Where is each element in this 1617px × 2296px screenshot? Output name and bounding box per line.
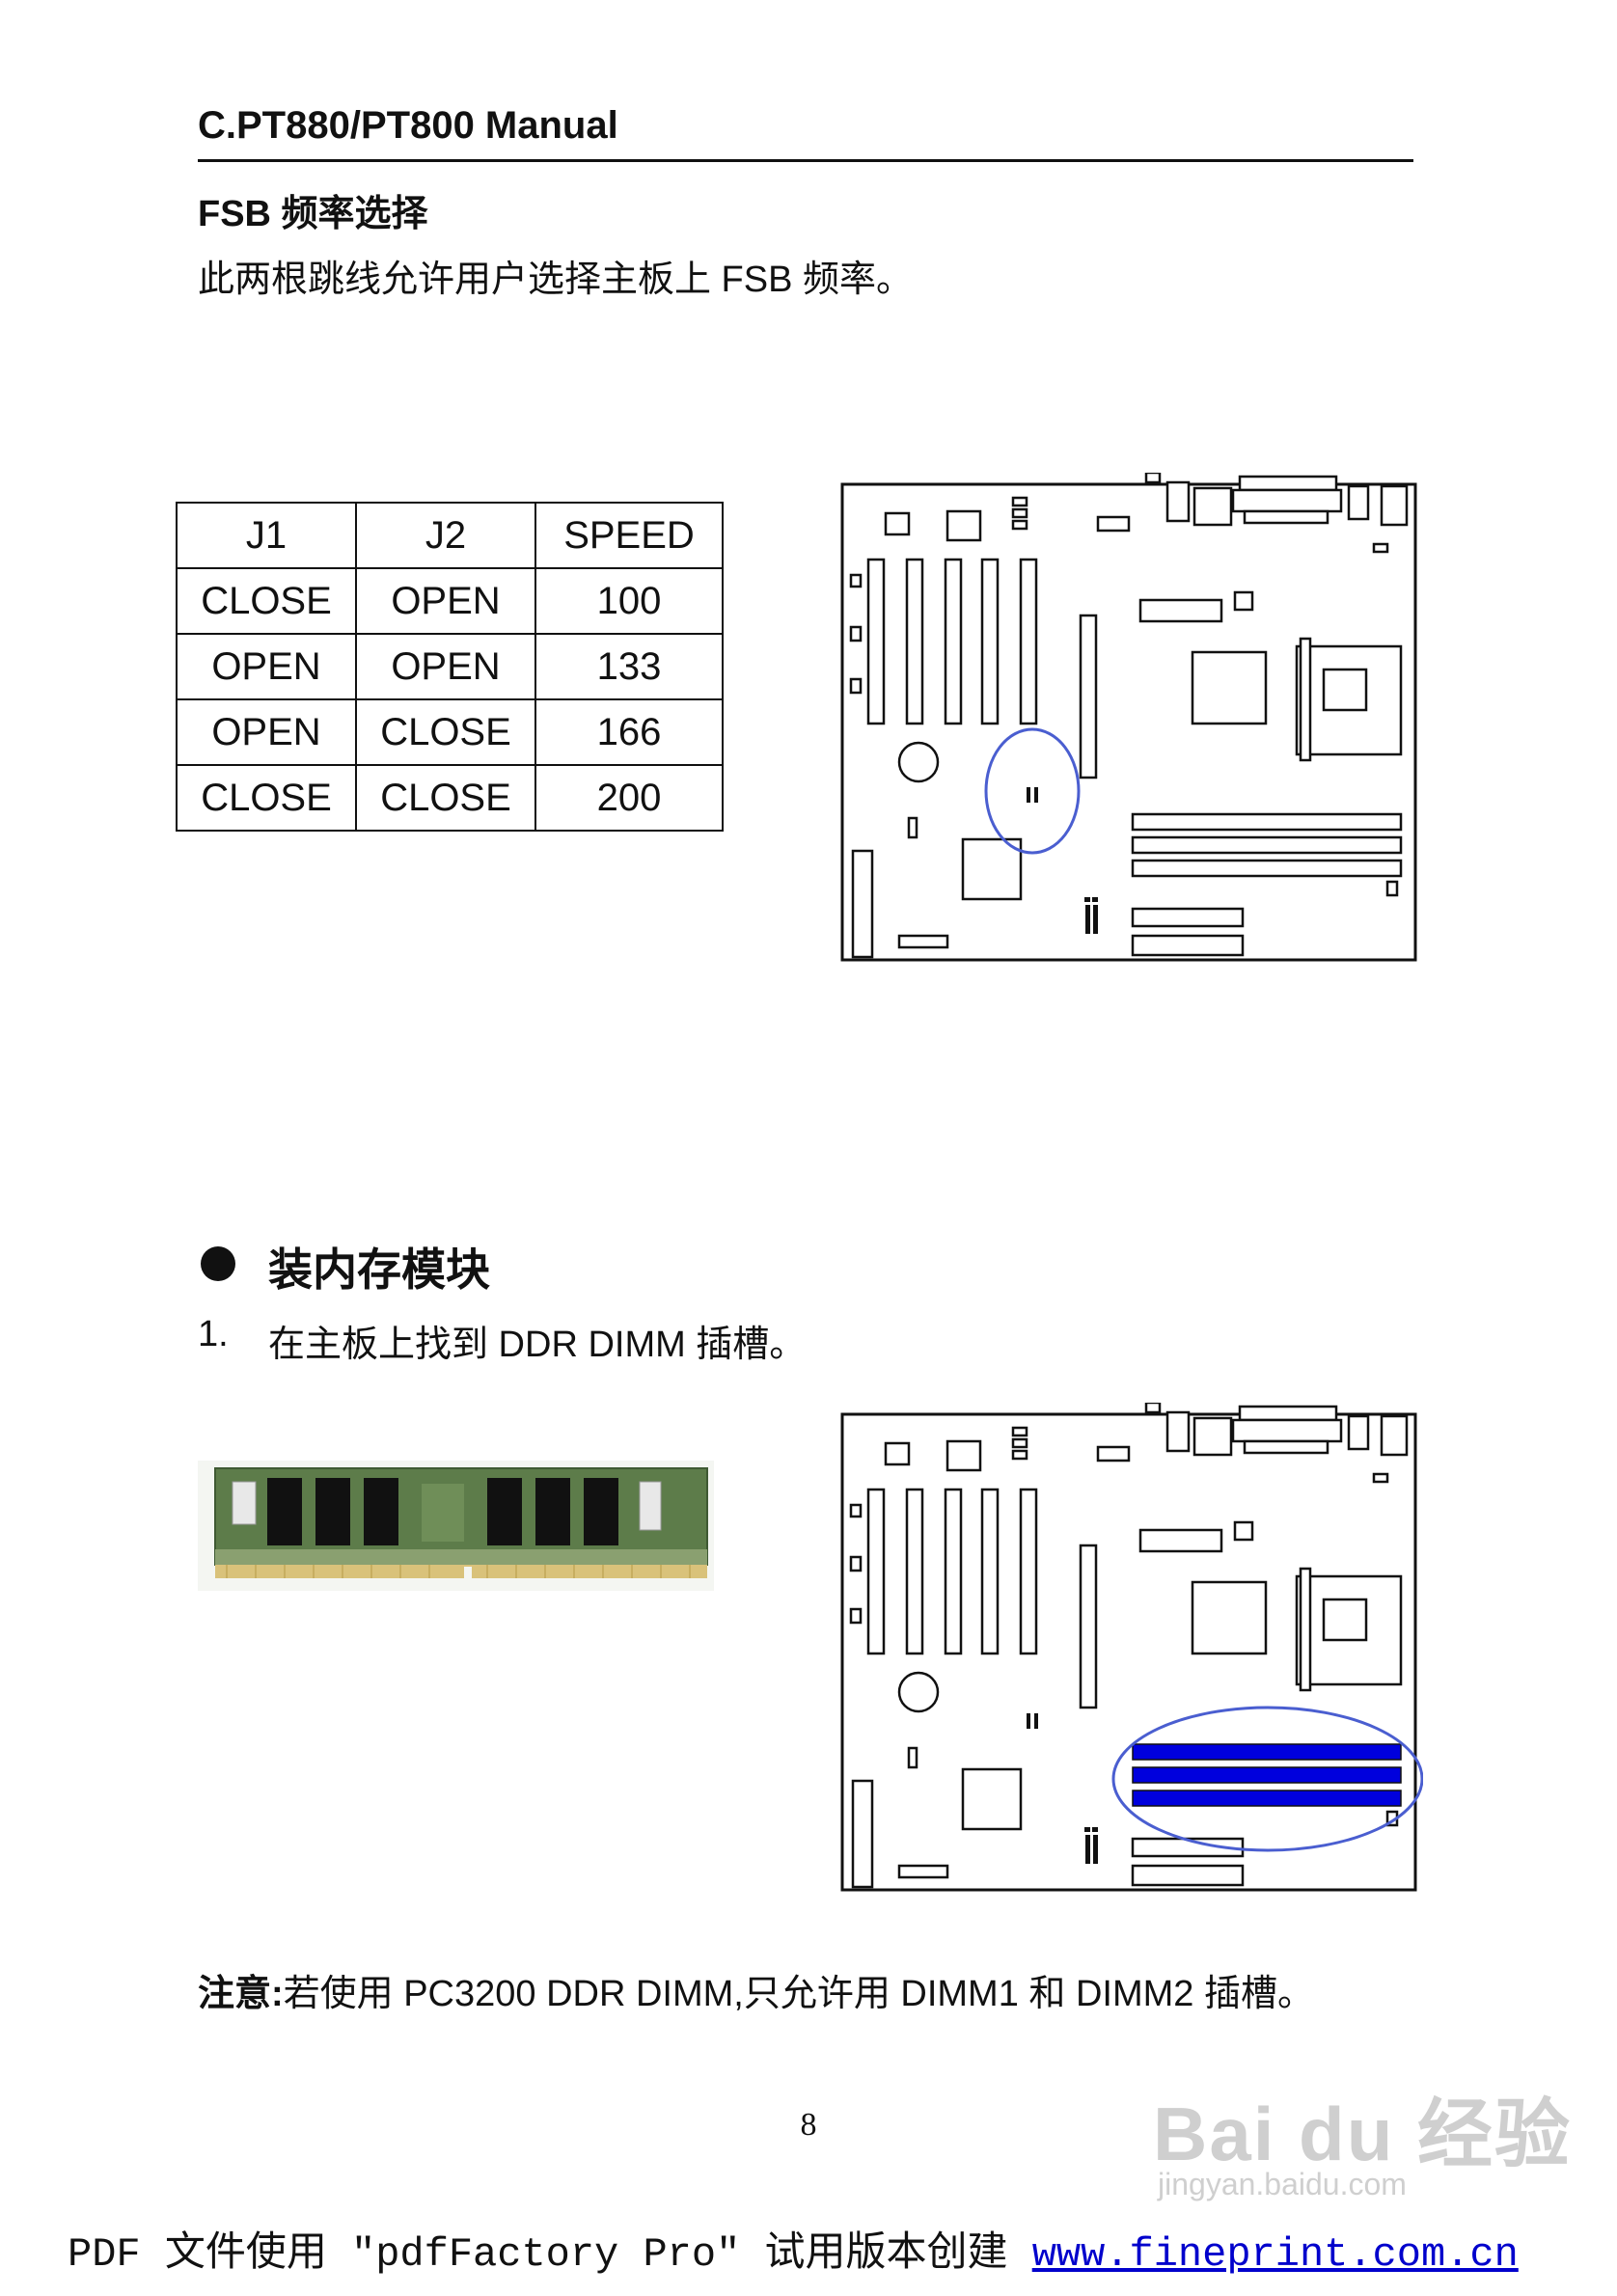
table-cell: OPEN bbox=[176, 698, 357, 766]
table-header-cell: J2 bbox=[355, 502, 536, 569]
table-cell: OPEN bbox=[176, 633, 357, 700]
table-cell: CLOSE bbox=[355, 698, 536, 766]
fsb-section-title: FSB 频率选择 bbox=[198, 194, 428, 234]
fineprint-link[interactable]: www.fineprint.com.cn bbox=[1031, 2231, 1519, 2278]
table-header-cell: J1 bbox=[176, 502, 357, 569]
table-cell: 166 bbox=[534, 698, 724, 766]
bullet-icon bbox=[201, 1246, 235, 1281]
table-cell: CLOSE bbox=[176, 567, 357, 635]
table-header-cell: SPEED bbox=[534, 502, 724, 569]
memory-section-title: 装内存模块 bbox=[268, 1244, 490, 1295]
note-line: 注意:若使用 PC3200 DDR DIMM,只允许用 DIMM1 和 DIMM… bbox=[198, 1963, 1314, 2016]
header-divider bbox=[198, 159, 1413, 162]
table-cell: CLOSE bbox=[355, 764, 536, 832]
table-cell: 133 bbox=[534, 633, 724, 700]
baidu-watermark-url: jingyan.baidu.com bbox=[1158, 2167, 1407, 2201]
fsb-jumper-table: J1 J2 SPEED CLOSE OPEN 100 OPEN OPEN 133… bbox=[176, 502, 724, 832]
table-row: CLOSE OPEN 100 bbox=[176, 567, 724, 635]
table-header-row: J1 J2 SPEED bbox=[176, 502, 724, 569]
note-label: 注意: bbox=[198, 1974, 284, 2014]
footer-text: PDF 文件使用 "pdfFactory Pro" 试用版本创建 bbox=[68, 2231, 1032, 2278]
page-number: 8 bbox=[800, 2107, 817, 2143]
step-text: 在主板上找到 DDR DIMM 插槽。 bbox=[268, 1325, 807, 1365]
table-cell: OPEN bbox=[355, 567, 536, 635]
table-cell: 100 bbox=[534, 567, 724, 635]
step-number: 1. bbox=[198, 1314, 229, 1354]
manual-title: C.PT880/PT800 Manual bbox=[198, 104, 618, 147]
pdf-footer: PDF 文件使用 "pdfFactory Pro" 试用版本创建 www.fin… bbox=[68, 2219, 1519, 2278]
table-cell: OPEN bbox=[355, 633, 536, 700]
motherboard-diagram-fsb bbox=[840, 473, 1417, 962]
ddr-dimm-module-image bbox=[198, 1461, 714, 1591]
table-row: CLOSE CLOSE 200 bbox=[176, 764, 724, 832]
table-row: OPEN CLOSE 166 bbox=[176, 698, 724, 766]
fsb-description: 此两根跳线允许用户选择主板上 FSB 频率。 bbox=[198, 260, 914, 300]
table-cell: CLOSE bbox=[176, 764, 357, 832]
baidu-watermark-logo: Bai du 经验 bbox=[1153, 2091, 1573, 2176]
motherboard-diagram-dimm bbox=[840, 1403, 1423, 1892]
table-cell: 200 bbox=[534, 764, 724, 832]
table-row: OPEN OPEN 133 bbox=[176, 633, 724, 700]
note-text: 若使用 PC3200 DDR DIMM,只允许用 DIMM1 和 DIMM2 插… bbox=[283, 1974, 1314, 2014]
